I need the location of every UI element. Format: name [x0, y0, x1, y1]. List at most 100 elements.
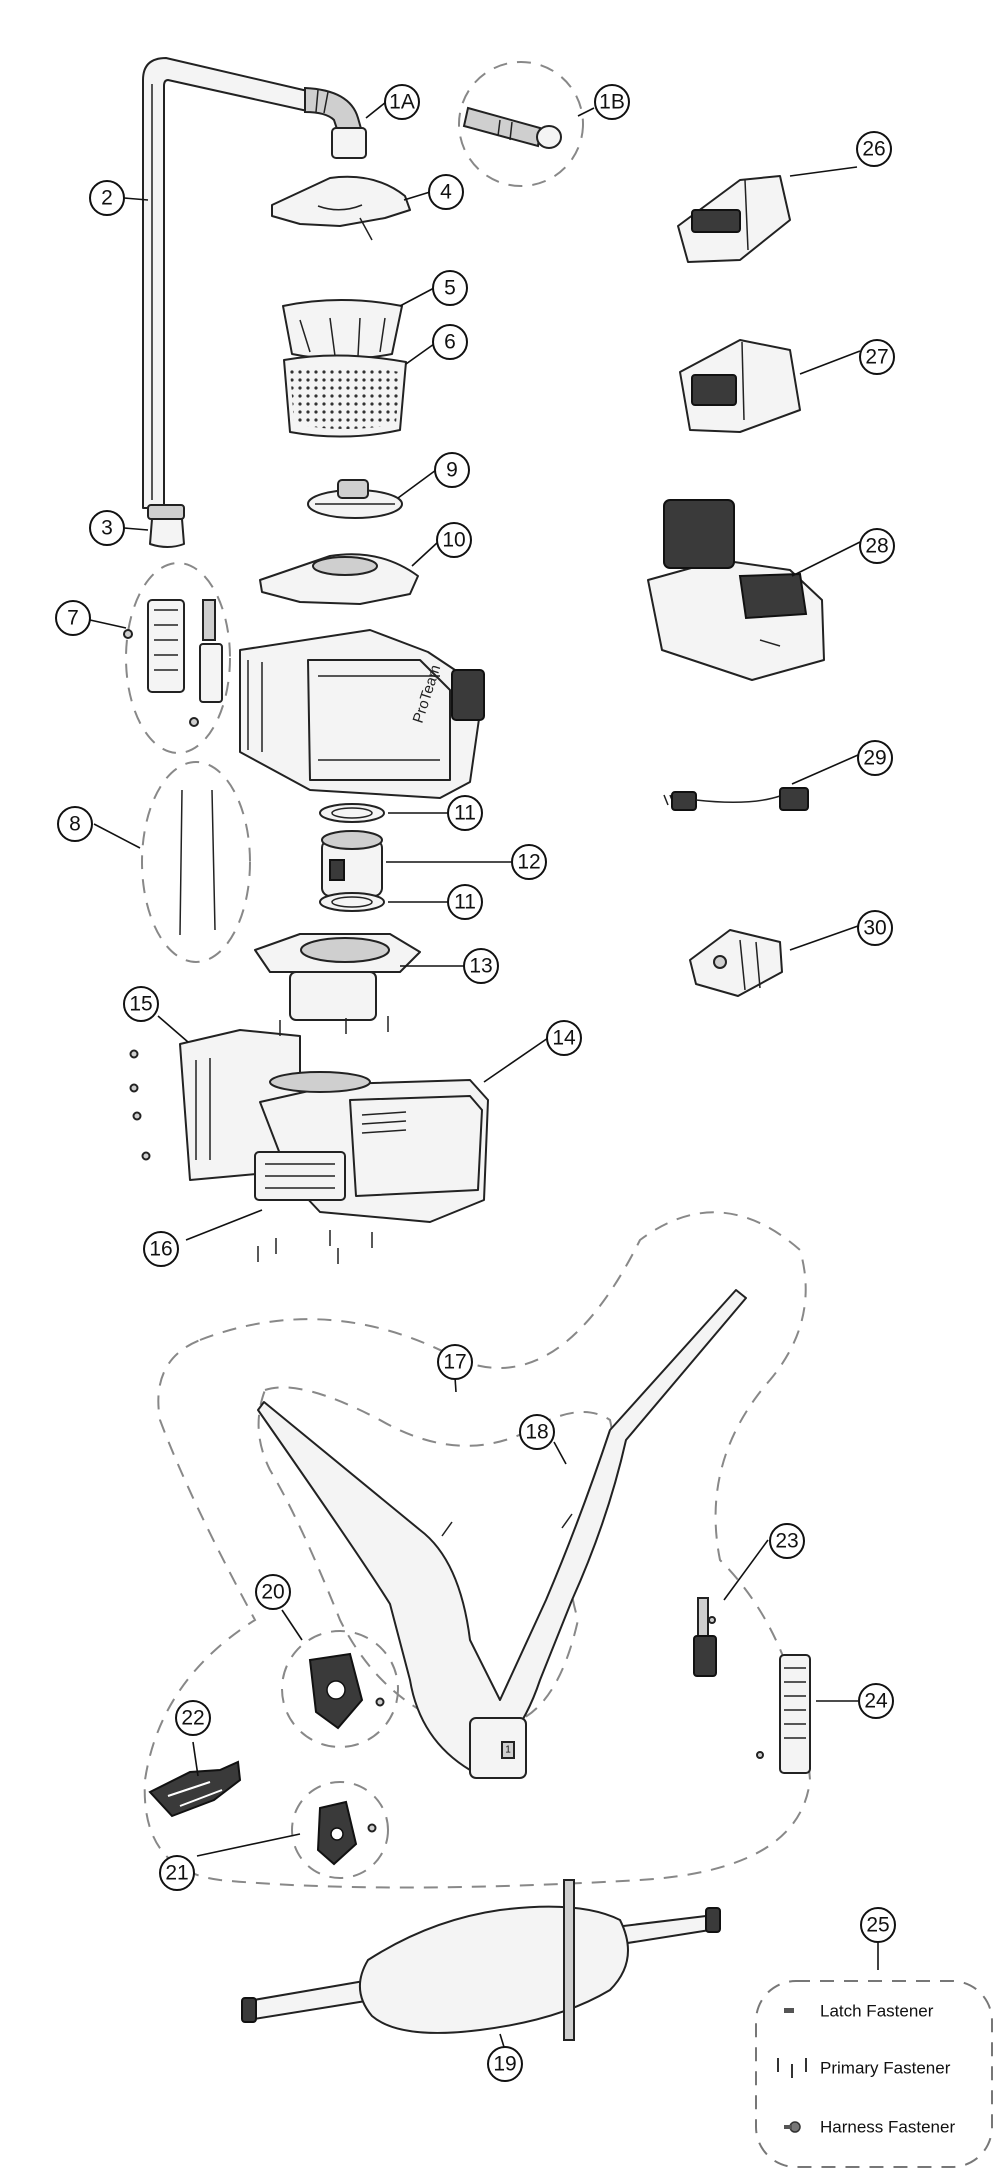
part-2-wand [142, 57, 313, 509]
legend-primary-fastener: Primary Fastener [820, 2059, 951, 2078]
callout-21: 21 [159, 1855, 195, 1891]
harness-badge: 1 [505, 1745, 511, 1756]
fastener-legend: Latch Fastener Primary Fastener Harness … [755, 1980, 993, 2168]
svg-text:21: 21 [165, 1862, 188, 1885]
callout-19: 19 [487, 2046, 523, 2082]
part-10-plate [259, 553, 419, 605]
svg-text:16: 16 [149, 1238, 172, 1261]
part-18-group-outline [257, 1386, 613, 1729]
callout-23: 23 [769, 1523, 805, 1559]
callout-22: 22 [175, 1700, 211, 1736]
svg-text:26: 26 [862, 138, 885, 161]
svg-text:13: 13 [469, 955, 492, 978]
callout-25: 25 [860, 1907, 896, 1943]
svg-text:15: 15 [129, 993, 152, 1016]
callout-15: 15 [123, 986, 159, 1022]
harness-fastener-icon [784, 2121, 801, 2133]
svg-text:20: 20 [261, 1581, 284, 1604]
part-17-group-outline [143, 1211, 812, 1889]
part-8-detail [141, 761, 251, 963]
callout-17: 17 [437, 1344, 473, 1380]
svg-text:27: 27 [865, 346, 888, 369]
callout-8: 8 [57, 806, 93, 842]
callout-24: 24 [858, 1683, 894, 1719]
latch-fastener-icon [784, 2008, 794, 2013]
svg-text:11: 11 [454, 802, 476, 825]
callout-16: 16 [143, 1231, 179, 1267]
callout-20: 20 [255, 1574, 291, 1610]
leader-lines [89, 101, 879, 2061]
svg-text:11: 11 [454, 891, 476, 914]
svg-text:9: 9 [446, 459, 458, 482]
part-30-bracket [689, 929, 783, 997]
callout-1b: 1B [594, 84, 630, 120]
svg-text:1B: 1B [599, 91, 625, 114]
svg-text:19: 19 [493, 2053, 516, 2076]
loose-screws [129, 1016, 389, 1264]
svg-text:25: 25 [866, 1914, 889, 1937]
callout-5: 5 [432, 270, 468, 306]
main-housing-upper: ProTeam [239, 629, 485, 799]
part-23-latch [693, 1597, 717, 1677]
callout-6: 6 [432, 324, 468, 360]
legend-harness-fastener: Harness Fastener [820, 2118, 955, 2137]
callout-12: 12 [511, 844, 547, 880]
part-12-motor [321, 830, 383, 897]
part-19-waist-belt [241, 1879, 721, 2041]
part-26-battery [677, 175, 791, 263]
lower-housing-assembly [179, 1029, 489, 1223]
part-5-filter-bag [282, 299, 403, 360]
svg-text:28: 28 [865, 535, 888, 558]
svg-text:7: 7 [67, 607, 79, 630]
svg-text:17: 17 [443, 1351, 466, 1374]
part-29-power-cord [663, 787, 809, 811]
callout-18: 18 [519, 1414, 555, 1450]
legend-latch-fastener: Latch Fastener [820, 2002, 934, 2021]
part-28-charger [647, 499, 825, 681]
svg-text:14: 14 [552, 1027, 576, 1050]
callout-29: 29 [857, 740, 893, 776]
svg-text:6: 6 [444, 331, 456, 354]
part-7-detail [123, 562, 231, 754]
callout-10: 10 [436, 522, 472, 558]
svg-text:22: 22 [181, 1707, 204, 1730]
part-4-lid [271, 175, 411, 241]
part-9-cap [307, 479, 403, 519]
svg-text:29: 29 [863, 747, 886, 770]
primary-fastener-icon [777, 2058, 807, 2078]
part-21-detail [291, 1781, 389, 1879]
callout-26: 26 [856, 131, 892, 167]
svg-text:3: 3 [101, 517, 113, 540]
callout-3: 3 [89, 510, 125, 546]
callout-30: 30 [857, 910, 893, 946]
part-1a-elbow [304, 86, 367, 159]
callout-11-lower: 11 [447, 884, 483, 920]
part-20-detail [281, 1630, 399, 1748]
part-18-harness-frame: 1 [257, 1289, 747, 1779]
svg-text:5: 5 [444, 277, 456, 300]
svg-text:30: 30 [863, 917, 886, 940]
callout-4: 4 [428, 174, 464, 210]
callout-14: 14 [546, 1020, 582, 1056]
part-3-cuff [147, 504, 185, 548]
svg-text:10: 10 [442, 529, 465, 552]
svg-text:24: 24 [864, 1690, 888, 1713]
callout-28: 28 [859, 528, 895, 564]
svg-text:23: 23 [775, 1530, 798, 1553]
svg-text:2: 2 [101, 187, 113, 210]
svg-text:4: 4 [440, 181, 452, 204]
svg-text:12: 12 [517, 851, 540, 874]
callout-1a: 1A [384, 84, 420, 120]
callout-13: 13 [463, 948, 499, 984]
part-13-motor-mount [254, 933, 421, 1021]
part-27-battery [679, 339, 801, 433]
part-1b-detail [458, 61, 584, 187]
callout-2: 2 [89, 180, 125, 216]
callout-27: 27 [859, 339, 895, 375]
part-6-mesh-filter [283, 354, 407, 438]
svg-text:8: 8 [69, 813, 81, 836]
callout-11-upper: 11 [447, 795, 483, 831]
callout-7: 7 [55, 600, 91, 636]
callout-9: 9 [434, 452, 470, 488]
